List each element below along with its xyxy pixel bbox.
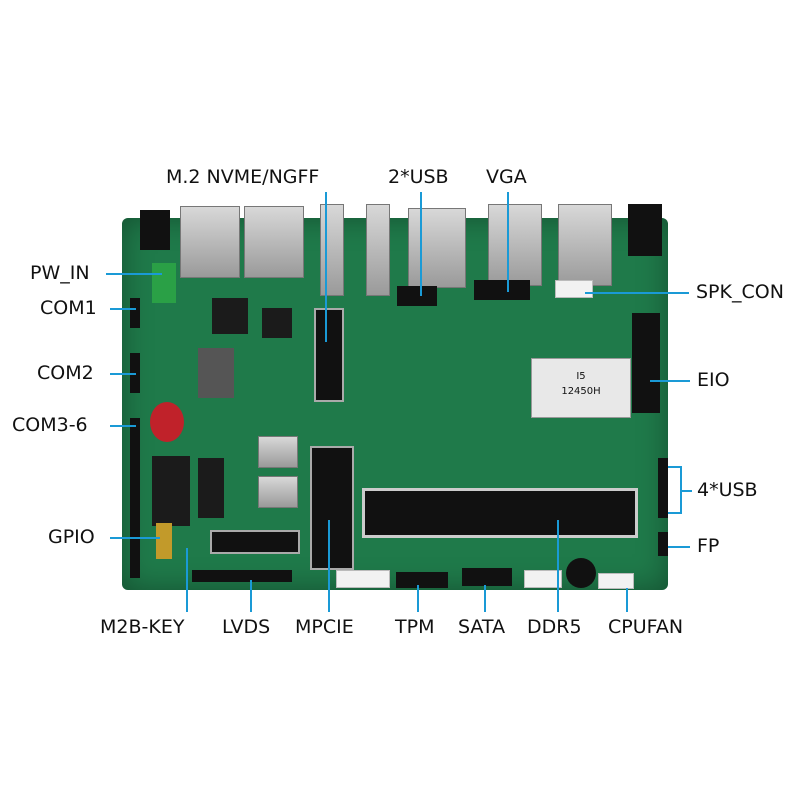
hdmi-port-2 xyxy=(366,204,390,296)
vga-header xyxy=(474,280,530,300)
leader-line xyxy=(420,192,422,296)
eio-connector xyxy=(632,313,660,413)
sim-slot xyxy=(258,436,298,468)
sata-connector xyxy=(462,568,512,586)
com1-header xyxy=(130,298,140,328)
leader-line xyxy=(484,585,486,612)
label-2usb: 2*USB xyxy=(388,166,449,188)
lvds-connector xyxy=(192,570,292,582)
label-4usb: 4*USB xyxy=(697,479,758,501)
hdmi-port-1 xyxy=(320,204,344,296)
mpcie-slot xyxy=(310,446,354,570)
motherboard: I5 12450H xyxy=(122,204,668,590)
chip xyxy=(262,308,292,338)
label-cpufan: CPUFAN xyxy=(608,616,684,638)
leader-line xyxy=(110,425,136,427)
leader-line xyxy=(585,292,689,294)
label-com2: COM2 xyxy=(37,362,94,384)
label-spk-con: SPK_CON xyxy=(696,281,784,303)
tpm-header xyxy=(396,572,448,588)
m2-nvme-slot xyxy=(314,308,344,402)
label-lvds: LVDS xyxy=(222,616,271,638)
spk-connector xyxy=(555,280,593,298)
dc-jack xyxy=(140,210,170,250)
lan-port-2 xyxy=(244,206,304,278)
capacitor xyxy=(150,402,184,442)
cpu-label: I5 12450H xyxy=(531,358,631,418)
chip xyxy=(212,298,248,334)
cpu-model-line2: 12450H xyxy=(561,386,601,397)
leader-line xyxy=(328,520,330,612)
usb3-stack-1 xyxy=(488,204,542,286)
label-pw-in: PW_IN xyxy=(30,262,90,284)
connector xyxy=(524,570,562,588)
label-sata: SATA xyxy=(458,616,506,638)
m2b-key-slot xyxy=(210,530,300,554)
label-vga: VGA xyxy=(486,166,527,188)
audio-jack xyxy=(628,204,662,256)
cpufan-connector xyxy=(598,573,634,589)
usb-header xyxy=(397,286,437,306)
leader-line xyxy=(557,520,559,612)
label-tpm: TPM xyxy=(395,616,435,638)
label-com3-6: COM3-6 xyxy=(12,414,88,436)
connector xyxy=(336,570,390,588)
leader-line xyxy=(668,512,680,514)
label-mpcie: MPCIE xyxy=(295,616,354,638)
buzzer xyxy=(566,558,596,588)
cpu-model-line1: I5 xyxy=(576,371,586,382)
leader-line xyxy=(650,380,690,382)
leader-line xyxy=(325,192,327,342)
usb3-stack-2 xyxy=(558,204,612,286)
leader-line xyxy=(417,585,419,612)
leader-line xyxy=(110,537,160,539)
leader-line xyxy=(110,308,136,310)
usb-lan-stack xyxy=(408,208,466,288)
leader-line xyxy=(110,373,136,375)
com3-6-header xyxy=(130,418,140,578)
sim-slot xyxy=(258,476,298,508)
leader-line xyxy=(626,588,628,612)
label-m2-nvme: M.2 NVME/NGFF xyxy=(166,166,320,188)
chip xyxy=(198,458,224,518)
lan-port-1 xyxy=(180,206,240,278)
leader-line xyxy=(106,273,162,275)
label-eio: EIO xyxy=(697,369,730,391)
leader-line xyxy=(507,192,509,292)
label-fp: FP xyxy=(697,535,720,557)
gpio-switch xyxy=(156,523,172,559)
inductor xyxy=(198,348,234,398)
label-ddr5: DDR5 xyxy=(527,616,582,638)
leader-line xyxy=(186,548,188,612)
leader-line xyxy=(668,546,690,548)
chip xyxy=(152,456,190,526)
power-terminal xyxy=(152,263,176,303)
label-gpio: GPIO xyxy=(48,526,95,548)
label-com1: COM1 xyxy=(40,297,97,319)
fp-header xyxy=(658,532,668,556)
leader-line xyxy=(250,580,252,612)
label-m2b-key: M2B-KEY xyxy=(100,616,185,638)
leader-line xyxy=(668,466,680,468)
ddr5-slot xyxy=(362,488,638,538)
leader-line xyxy=(680,490,692,492)
usb-headers xyxy=(658,458,668,518)
